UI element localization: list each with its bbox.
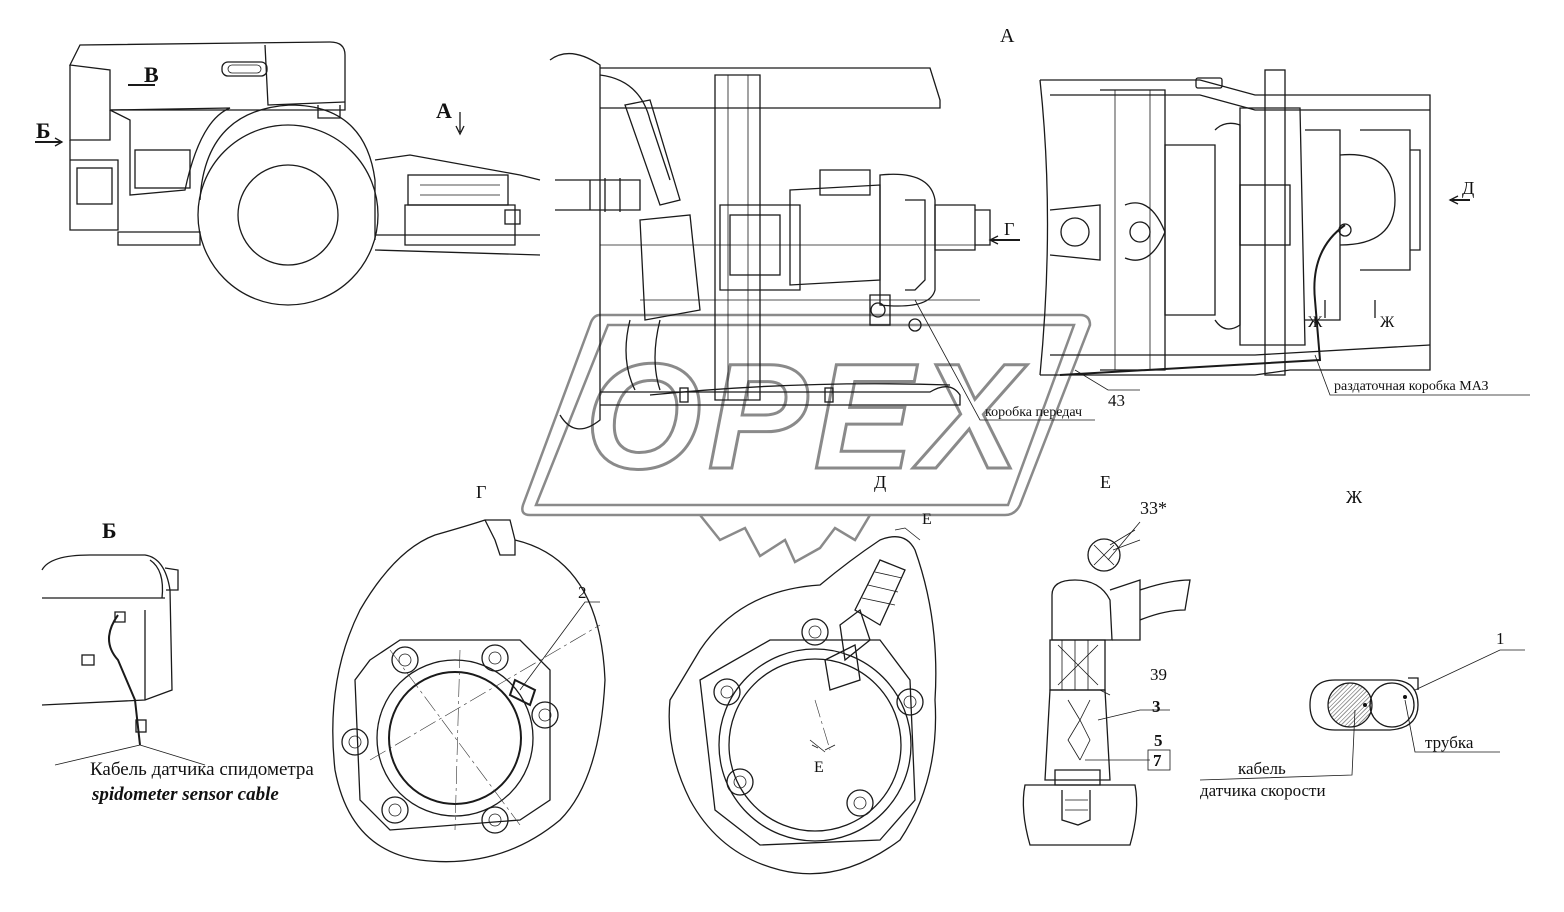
view-title-a: А	[1000, 25, 1015, 47]
view-title-b: Б	[102, 518, 117, 543]
transfer-case-label: раздаточная коробка МАЗ	[1334, 379, 1488, 394]
view-e-sensor	[1022, 521, 1191, 846]
callout-5: 5	[1154, 731, 1163, 750]
callout-1: 1	[1496, 629, 1505, 648]
view-title-zh: Ж	[1346, 487, 1363, 507]
speed-cable-label-line1: кабель	[1238, 759, 1286, 778]
view-title-d: Д	[874, 472, 886, 492]
view-a-chassis	[549, 53, 1020, 430]
callout-39: 39	[1150, 665, 1167, 684]
view-label-v-arrow: В	[144, 62, 159, 87]
view-label-zh-arrow-right: Ж	[1380, 314, 1395, 331]
view-label-zh-arrow-left: Ж	[1308, 314, 1323, 331]
view-label-d-arrow: Д	[1462, 178, 1474, 198]
callout-33: 33*	[1140, 498, 1167, 518]
callout-7: 7	[1153, 751, 1162, 770]
view-label-e-arrow-top: Е	[922, 511, 932, 528]
callout-43: 43	[1108, 391, 1125, 410]
view-label-e-arrow-bottom: Е	[814, 759, 824, 776]
gearbox-leader	[914, 299, 1095, 421]
watermark-logo: OPEX	[521, 313, 1092, 564]
callout-7-box	[1147, 749, 1171, 771]
view-title-e: Е	[1100, 472, 1111, 492]
view-b-cab-corner	[41, 554, 206, 766]
speed-cable-label-line2: датчика скорости	[1200, 781, 1326, 800]
view-g-gearbox-flange	[332, 519, 606, 863]
view-label-a-arrow: А	[436, 98, 452, 123]
view-title-g: Г	[476, 482, 486, 502]
transfer-case-view	[1039, 69, 1470, 376]
callout-43-leader	[1074, 369, 1140, 391]
view-d-transfer-flange	[668, 527, 937, 875]
speedo-cable-label-ru: Кабель датчика спидометра	[90, 759, 314, 780]
truck-side-view	[35, 41, 541, 306]
transfer-case-leader	[1314, 354, 1530, 396]
gearbox-label: коробка передач	[985, 405, 1082, 420]
view-label-b-arrow: Б	[36, 118, 51, 143]
watermark-text: OPEX	[585, 332, 1028, 500]
speedo-cable-label-en: spidometer sensor cable	[91, 784, 279, 805]
view-zh-cable-section	[1199, 649, 1525, 781]
callout-3: 3	[1152, 697, 1161, 716]
callout-2: 2	[578, 583, 587, 602]
tube-label: трубка	[1425, 733, 1474, 752]
view-label-g-arrow: Г	[1004, 219, 1014, 239]
